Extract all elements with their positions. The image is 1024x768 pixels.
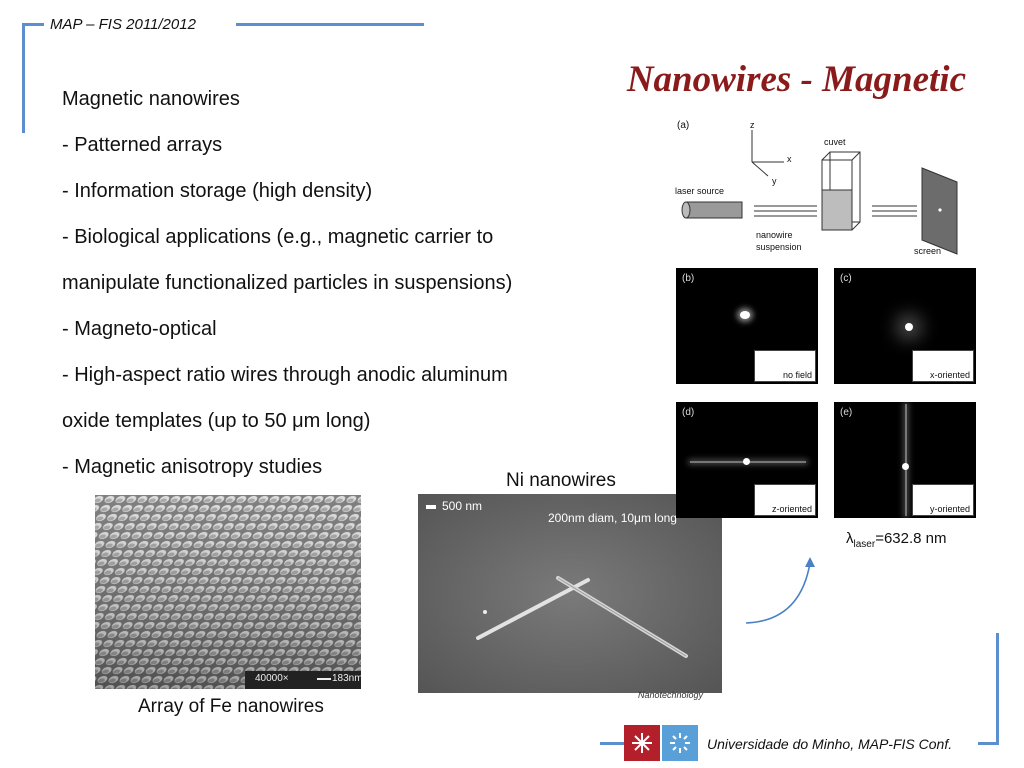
footer-rule-left	[600, 742, 624, 745]
bullet-item: - Patterned arrays	[62, 134, 223, 156]
panel-d: (d) z-oriented	[676, 402, 818, 518]
panel-a-label: (a)	[677, 120, 690, 131]
laser-wavelength: λlaser=632.8 nm	[846, 530, 947, 550]
bullet-item: - Magnetic anisotropy studies	[62, 456, 323, 478]
panel-d-state: z-oriented	[771, 504, 812, 514]
panel-d-inset: z-oriented	[754, 484, 816, 516]
diffraction-spot	[740, 311, 750, 319]
axis-y-label: y	[772, 176, 777, 186]
university-logo-red	[624, 725, 660, 761]
ni-scale-bar-label: 500 nm	[442, 499, 483, 513]
diffraction-spot	[743, 458, 750, 465]
screen-label: screen	[914, 246, 942, 256]
fe-scale-magnification: 40000×	[255, 673, 289, 684]
panel-e-state: y-oriented	[929, 504, 970, 514]
ni-image-heading: Ni nanowires	[506, 470, 616, 491]
suspension-label-2: suspension	[756, 242, 802, 252]
header-rule-vertical	[22, 23, 25, 133]
axis-z-label: z	[750, 120, 755, 130]
slide-title: Nanowires - Magnetic	[626, 59, 966, 100]
bullet-item: - Magneto-optical	[62, 318, 217, 340]
panel-c-label: (c)	[840, 273, 852, 284]
panel-e: (e) y-oriented	[834, 402, 976, 518]
cuvet-label: cuvet	[824, 137, 846, 147]
panel-e-inset: y-oriented	[912, 484, 974, 516]
diffraction-spot	[902, 463, 909, 470]
panel-e-label: (e)	[840, 407, 853, 418]
panel-b: (b) no field	[676, 268, 818, 384]
header-label: MAP – FIS 2011/2012	[50, 16, 196, 33]
bullet-item: oxide templates (up to 50 μm long)	[62, 410, 371, 432]
ni-nanowire-image: 500 nm 200nm diam, 10μm long	[418, 494, 722, 693]
footer-rule-right	[978, 742, 999, 745]
panel-b-state: no field	[782, 370, 812, 380]
bullet-item: manipulate functionalized particles in s…	[62, 272, 513, 294]
laser-source-label: laser source	[675, 186, 725, 196]
university-logo-blue	[662, 725, 698, 761]
header-rule-top-right	[236, 23, 424, 26]
ni-annotation: 200nm diam, 10μm long	[548, 511, 677, 525]
fe-image-caption: Array of Fe nanowires	[138, 696, 324, 717]
lambda-symbol: λ	[846, 530, 854, 547]
suspension-label-1: nanowire	[756, 230, 793, 240]
panel-b-inset: no field	[754, 350, 816, 382]
ni-source-credit: Nanotechnology	[638, 690, 704, 700]
header-rule-top-left	[22, 23, 44, 26]
bullet-item: Magnetic nanowires	[62, 88, 240, 110]
bullet-list: Magnetic nanowires - Patterned arrays - …	[62, 76, 622, 490]
panel-d-label: (d)	[682, 407, 695, 418]
fe-scale-length: 183nm	[332, 673, 361, 684]
diffraction-spot	[905, 323, 913, 331]
fe-nanowire-image: 40000× 183nm	[95, 495, 361, 689]
panel-c: (c) x-oriented	[834, 268, 976, 384]
setup-diagram: (a) z x y cuvet laser source nanowire su…	[672, 116, 982, 264]
bullet-item: - High-aspect ratio wires through anodic…	[62, 364, 508, 386]
panel-c-state: x-oriented	[929, 370, 970, 380]
bullet-item: - Biological applications (e.g., magneti…	[62, 226, 494, 248]
axis-x-label: x	[787, 154, 792, 164]
footer-rule-vertical	[996, 633, 999, 745]
pointer-arrow	[745, 557, 815, 624]
bullet-item: - Information storage (high density)	[62, 180, 373, 202]
lambda-value: =632.8 nm	[875, 530, 947, 547]
lambda-subscript: laser	[853, 539, 876, 550]
panel-c-inset: x-oriented	[912, 350, 974, 382]
panel-b-label: (b)	[682, 273, 695, 284]
diffraction-streak	[905, 404, 907, 516]
footer-text: Universidade do Minho, MAP-FIS Conf.	[707, 736, 953, 752]
